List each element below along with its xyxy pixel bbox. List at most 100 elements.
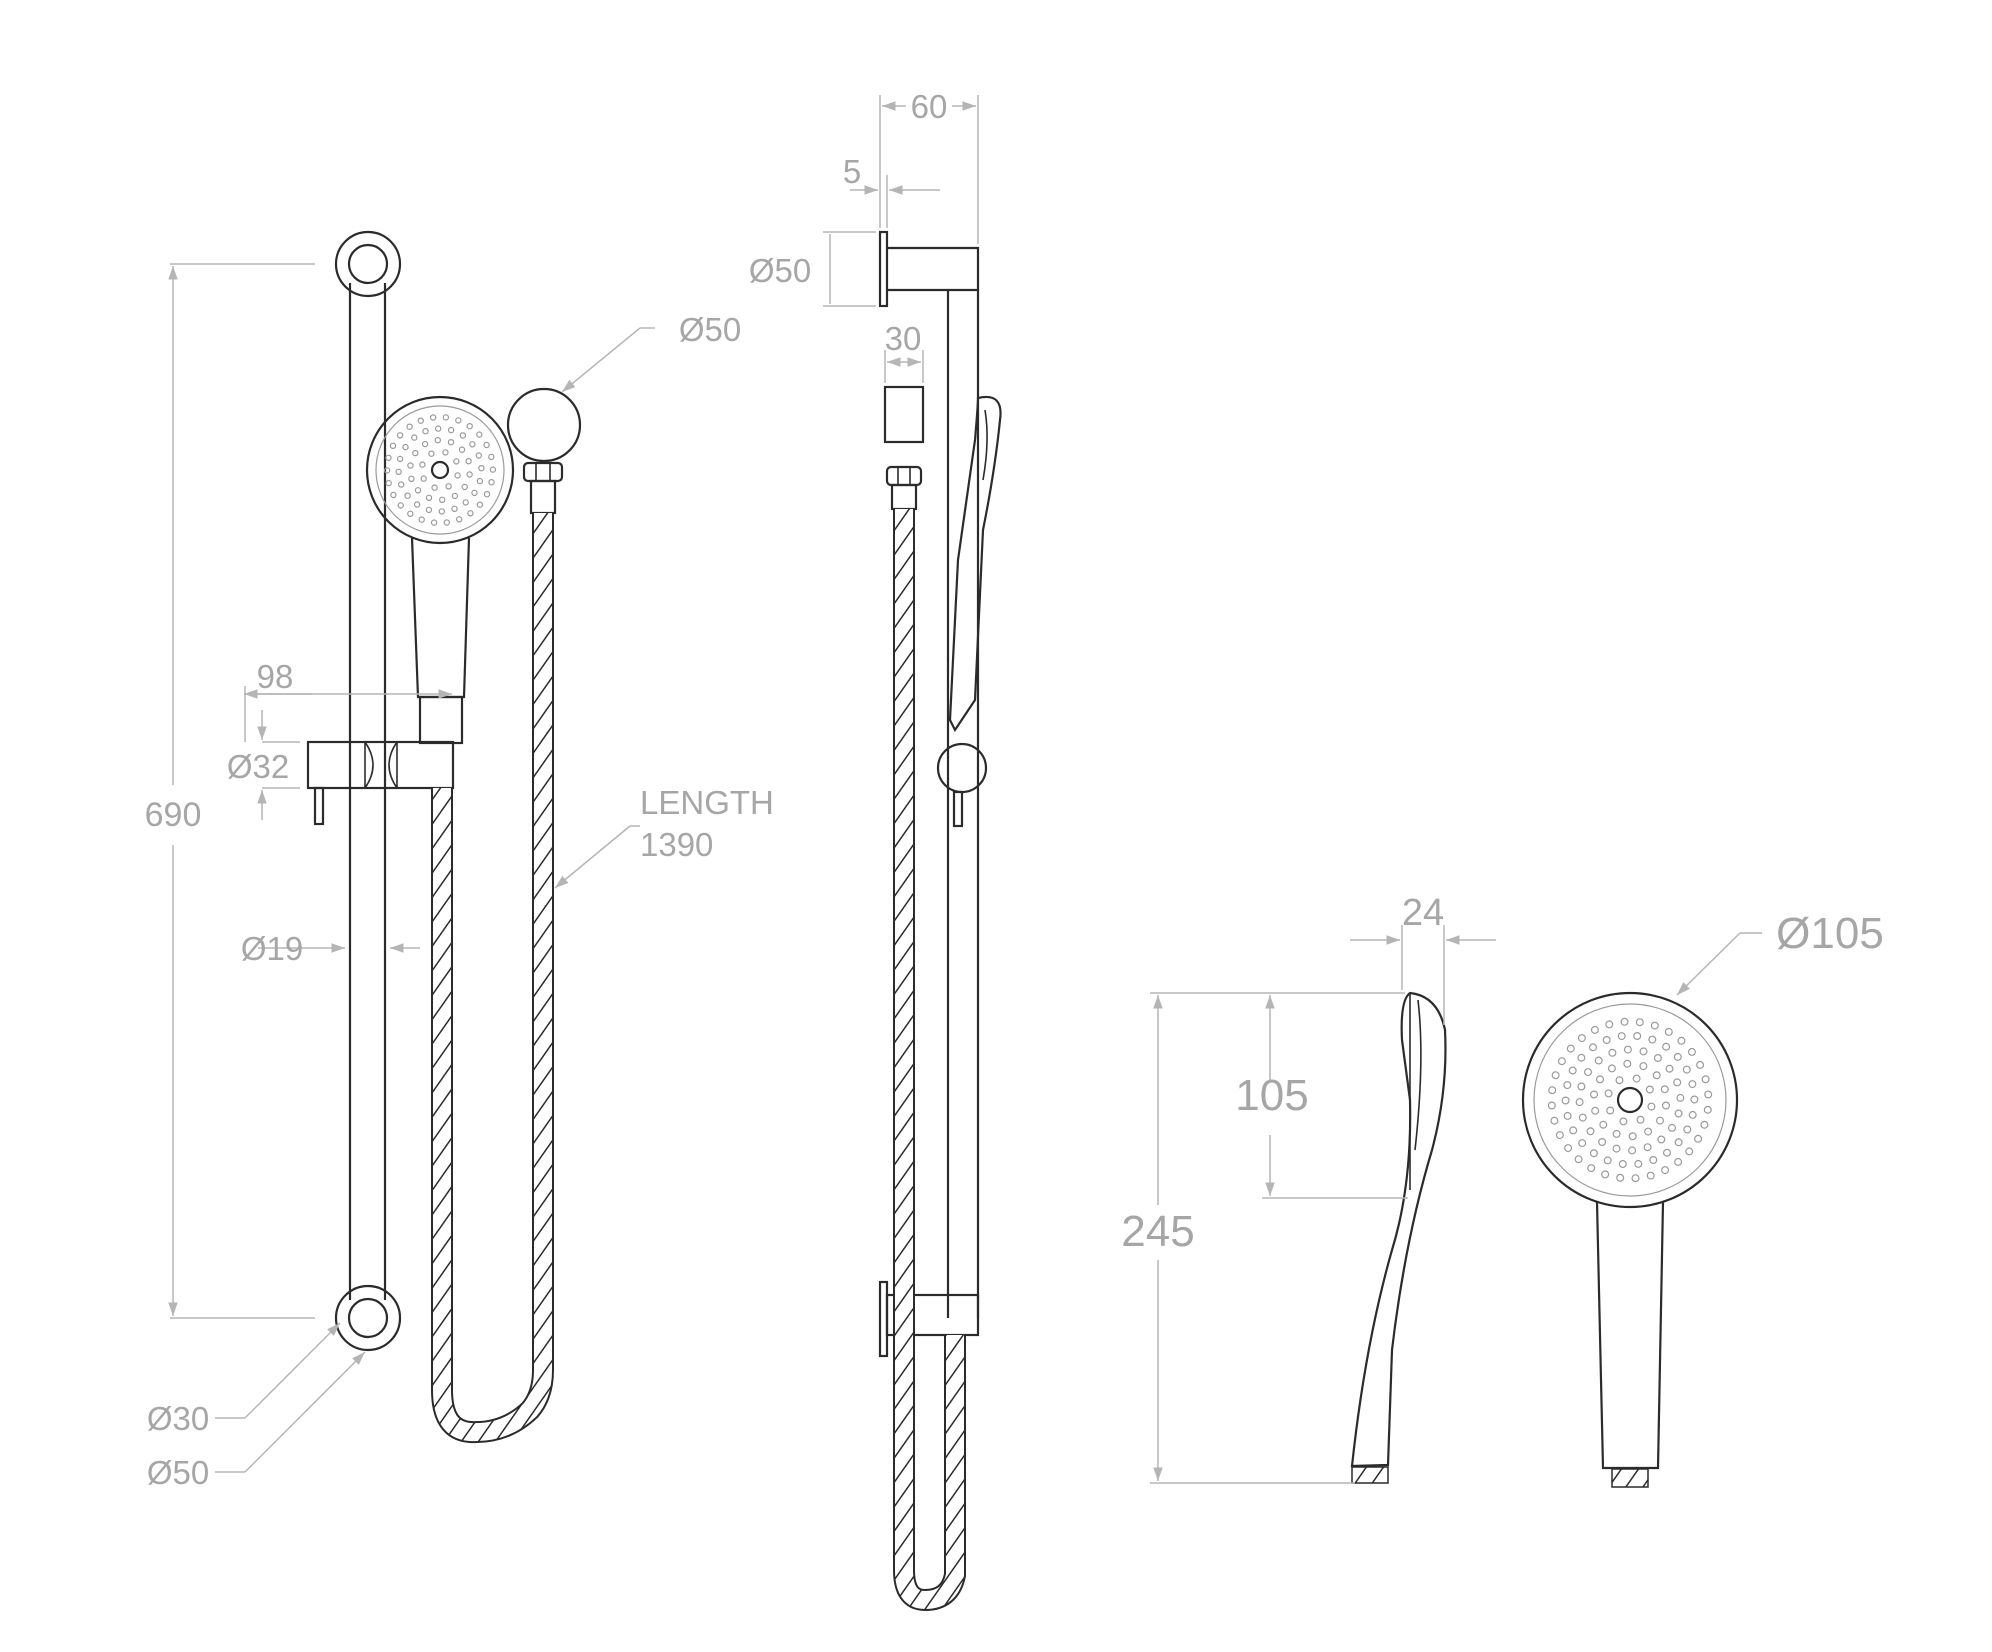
nozzle-dot: [461, 483, 468, 491]
handpiece-side-thread: [1351, 1466, 1389, 1484]
dim-105-diameter: Ø105: [1776, 909, 1884, 958]
dim-30: 30: [885, 320, 922, 357]
nozzle-dot: [1674, 1109, 1683, 1118]
nozzle-dot: [418, 516, 425, 523]
nozzle-dot: [1589, 1149, 1598, 1158]
handpiece-front: [1521, 991, 1739, 1488]
nozzle-dot: [412, 449, 419, 457]
nozzle-dot: [454, 472, 461, 479]
nozzle-dot: [396, 455, 404, 463]
nozzle-dot: [1682, 1065, 1691, 1074]
nozzle-dot: [476, 477, 484, 485]
nozzle-dot: [1674, 1157, 1683, 1166]
nozzle-dot: [414, 487, 422, 494]
nozzle-dot: [1685, 1147, 1694, 1156]
dim-length-value: 1390: [640, 826, 713, 863]
nozzle-dot: [1649, 1155, 1658, 1164]
nozzle-dot: [1660, 1085, 1669, 1094]
nozzle-dot: [1547, 1101, 1556, 1110]
nozzle-dot: [1643, 1143, 1652, 1152]
nozzle-dot: [1591, 1106, 1600, 1115]
dim-holder-diameter: Ø32: [227, 748, 289, 785]
front-handle: [410, 537, 471, 699]
dim-rail-diameter: Ø19: [241, 930, 303, 967]
nozzle-dot: [439, 496, 446, 503]
nozzle-dot: [421, 440, 429, 448]
nozzle-dot: [1662, 1042, 1671, 1051]
nozzle-dot: [471, 489, 478, 497]
nozzle-dot: [398, 481, 405, 488]
nozzle-dot: [451, 492, 459, 500]
nozzle-dot: [420, 475, 427, 482]
nozzle-dot: [1550, 1116, 1559, 1125]
nozzle-dot: [1688, 1080, 1697, 1089]
nozzle-dot: [1551, 1071, 1560, 1080]
nozzle-dot: [1607, 1064, 1616, 1073]
nozzle-dot: [1564, 1144, 1573, 1153]
nozzle-dot: [1694, 1134, 1703, 1143]
dim-98: 98: [257, 658, 294, 695]
nozzle-dot: [1661, 1101, 1670, 1110]
nozzle-dot: [1602, 1035, 1611, 1044]
slider-holder: [306, 740, 455, 790]
nozzle-dot: [417, 417, 424, 424]
nozzle-dot: [1605, 1020, 1614, 1029]
nozzle-dot: [1628, 1132, 1637, 1141]
nozzle-dot: [1673, 1078, 1682, 1087]
nozzle-dot: [1594, 1056, 1603, 1065]
nozzle-dot: [1566, 1044, 1575, 1053]
nozzle-dot: [1598, 1137, 1607, 1146]
dim-105: 105: [1235, 1071, 1308, 1120]
front-view: [306, 230, 582, 1444]
nozzle-dot: [1662, 1148, 1671, 1157]
nozzle-dot: [1587, 1164, 1596, 1173]
side-handpiece: [948, 395, 1002, 733]
nozzle-dot: [489, 466, 497, 473]
nozzle-dot: [1701, 1075, 1710, 1084]
nozzle-dot: [1652, 1071, 1661, 1080]
top-bracket: [334, 230, 402, 298]
nozzle-dot: [451, 505, 458, 512]
nozzle-dot: [404, 492, 411, 499]
nozzle-dot: [1631, 1174, 1640, 1183]
dim-5: 5: [843, 153, 861, 190]
nozzle-dot: [458, 446, 466, 453]
nozzle-dot: [425, 494, 433, 501]
nozzle-dot: [465, 458, 472, 465]
nozzle-dot: [1690, 1095, 1699, 1104]
nozzle-dot: [1563, 1081, 1572, 1090]
nozzle-dot: [447, 439, 455, 446]
nozzle-dot: [442, 414, 450, 421]
nozzle-dot: [1661, 1166, 1670, 1175]
nozzle-dot: [1555, 1131, 1564, 1140]
nozzle-dot: [438, 508, 445, 515]
front-hose: [431, 513, 554, 1444]
top-bracket-inner: [347, 243, 389, 285]
bottom-bracket: [334, 1284, 402, 1352]
nozzle-dot: [402, 443, 409, 451]
side-dimensions: 60 5 Ø50 30: [749, 88, 979, 383]
nozzle-dot: [1635, 1018, 1644, 1027]
nozzle-dot: [408, 475, 415, 482]
nozzle-dot: [476, 501, 484, 508]
nozzle-dot: [390, 491, 397, 499]
handpiece-head: [1521, 991, 1739, 1209]
nozzle-dot: [1665, 1064, 1674, 1073]
nozzle-dot: [1677, 1036, 1686, 1045]
nozzle-dot: [1577, 1053, 1586, 1062]
dim-side-50: Ø50: [749, 252, 811, 289]
nozzle-dot: [1646, 1171, 1655, 1180]
nozzle-dot: [1704, 1090, 1713, 1099]
nozzle-dot: [1618, 1159, 1627, 1168]
handpiece-dimensions: 24 105 245: [1121, 892, 1496, 1484]
nozzle-dot: [413, 501, 421, 508]
nozzle-dot: [434, 437, 441, 444]
nozzle-dot: [445, 483, 452, 490]
nozzle-dot: [462, 499, 469, 506]
nozzle-dot: [1644, 1127, 1653, 1136]
dim-elbow-50: Ø50: [679, 311, 741, 348]
nozzle-dot: [1606, 1106, 1615, 1115]
nozzle-dot: [1608, 1048, 1617, 1057]
nozzle-dot: [1632, 1074, 1641, 1083]
